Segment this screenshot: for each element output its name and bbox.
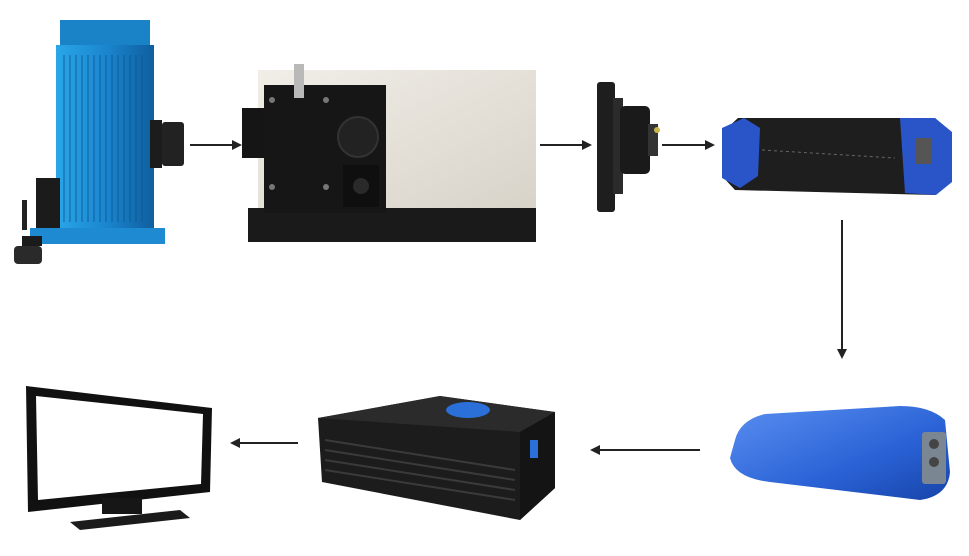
monochromator-box-icon [242, 64, 536, 242]
detector-flange-icon [597, 82, 660, 212]
daq-box-icon [730, 406, 950, 500]
fanless-computer-icon [318, 396, 555, 520]
amplifier-box-icon [722, 118, 952, 195]
monitor-icon [26, 386, 212, 530]
flow-arrows [190, 140, 847, 455]
light-source-housing-icon [14, 20, 184, 264]
